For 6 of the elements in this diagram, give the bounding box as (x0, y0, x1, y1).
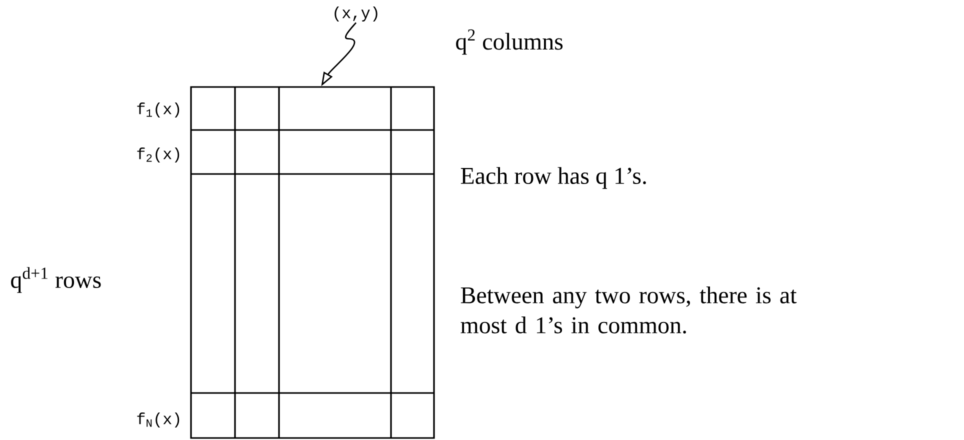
axis-label: q$^{2}$ columns (456, 29, 563, 55)
coordinate-label: (x,y) (334, 6, 378, 22)
axis-label: q$^{d+1}$ rows (11, 267, 101, 293)
note-text: Between any two rows, there is at most d 1’s in common. (460, 286, 797, 334)
matrix-grid (190, 86, 435, 439)
note-text: Each row has q 1’s. (460, 167, 646, 189)
